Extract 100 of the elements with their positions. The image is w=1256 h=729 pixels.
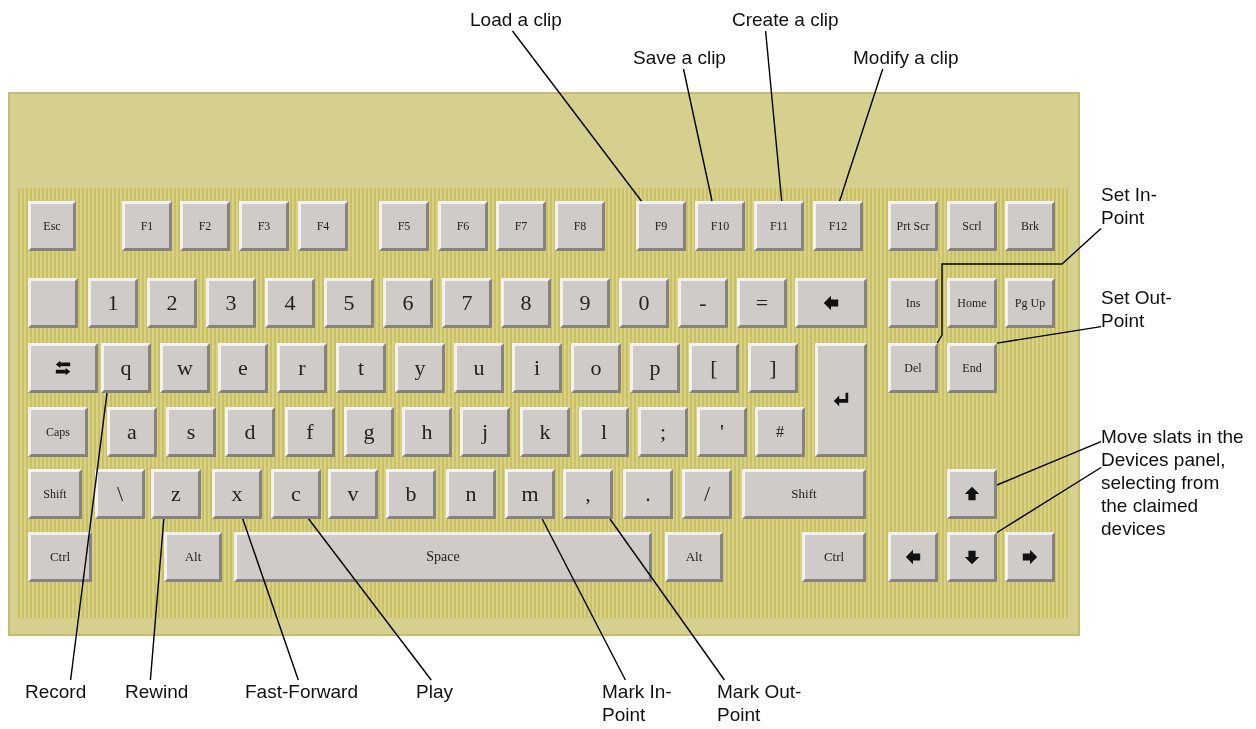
keyboard-key: t	[336, 343, 386, 393]
keyboard-key: f	[285, 407, 335, 457]
keyboard-key: #	[755, 407, 805, 457]
keyboard-key: g	[344, 407, 394, 457]
callout-label: Modify a clip	[853, 46, 959, 69]
keyboard-key: Scrl	[947, 201, 997, 251]
keyboard-key: -	[678, 278, 728, 328]
keyboard-key: 2	[147, 278, 197, 328]
keyboard-key: o	[571, 343, 621, 393]
leader-line	[996, 466, 1102, 534]
keyboard-key: x	[212, 469, 262, 519]
keyboard-key: k	[520, 407, 570, 457]
keyboard-key: a	[107, 407, 157, 457]
keyboard-key	[947, 532, 997, 582]
keyboard-key: F9	[636, 201, 686, 251]
leader-line	[682, 68, 713, 202]
keyboard-key: ]	[748, 343, 798, 393]
keyboard-key: e	[218, 343, 268, 393]
callout-label: Save a clip	[633, 46, 726, 69]
keyboard-key: v	[328, 469, 378, 519]
keyboard-key: Prt Scr	[888, 201, 938, 251]
keyboard-key: 4	[265, 278, 315, 328]
keyboard-key: ;	[638, 407, 688, 457]
callout-label: Mark Out-Point	[717, 680, 817, 726]
keyboard-key: Alt	[665, 532, 723, 582]
keyboard-key: Ctrl	[28, 532, 92, 582]
keyboard-key: y	[395, 343, 445, 393]
keyboard-key: Pg Up	[1005, 278, 1055, 328]
callout-label: Play	[416, 680, 453, 703]
keyboard-key: .	[623, 469, 673, 519]
keyboard-key: F10	[695, 201, 745, 251]
keyboard-key: F6	[438, 201, 488, 251]
keyboard-key: ,	[563, 469, 613, 519]
leader-line	[936, 227, 1102, 344]
keyboard-key: 8	[501, 278, 551, 328]
keyboard-key: =	[737, 278, 787, 328]
keyboard-key: Del	[888, 343, 938, 393]
keyboard-key: F7	[496, 201, 546, 251]
keyboard-key: F2	[180, 201, 230, 251]
keyboard-key: Brk	[1005, 201, 1055, 251]
keyboard-key: Ctrl	[802, 532, 866, 582]
leader-line	[308, 518, 432, 681]
keyboard-key: F5	[379, 201, 429, 251]
keyboard-key: F11	[754, 201, 804, 251]
leader-line	[996, 441, 1102, 486]
keyboard-key: 3	[206, 278, 256, 328]
keyboard-key: z	[151, 469, 201, 519]
callout-label: Record	[25, 680, 87, 703]
leader-line	[838, 68, 884, 202]
keyboard-key: 1	[88, 278, 138, 328]
keyboard-key: F3	[239, 201, 289, 251]
keyboard-key	[947, 469, 997, 519]
keyboard-key: Ins	[888, 278, 938, 328]
keyboard-key: c	[271, 469, 321, 519]
keyboard-key: i	[512, 343, 562, 393]
keyboard-key: d	[225, 407, 275, 457]
keyboard-key: 5	[324, 278, 374, 328]
callout-label: Create a clip	[732, 8, 839, 31]
callout-label: Set In-Point	[1101, 183, 1181, 229]
keyboard-key: '	[697, 407, 747, 457]
callout-label: Rewind	[125, 680, 189, 703]
keyboard-key: j	[460, 407, 510, 457]
keyboard-key: m	[505, 469, 555, 519]
leader-line	[541, 518, 627, 681]
keyboard-key: Alt	[164, 532, 222, 582]
keyboard-key: h	[402, 407, 452, 457]
keyboard-key: 6	[383, 278, 433, 328]
keyboard-key: u	[454, 343, 504, 393]
leader-line	[996, 325, 1102, 344]
keyboard-key: 9	[560, 278, 610, 328]
leader-line	[511, 30, 643, 202]
keyboard-key: End	[947, 343, 997, 393]
keyboard-key: 7	[442, 278, 492, 328]
keyboard-key: b	[386, 469, 436, 519]
keyboard-key: [	[689, 343, 739, 393]
keyboard-key: /	[682, 469, 732, 519]
keyboard-key: Esc	[28, 201, 76, 251]
leader-line	[69, 392, 108, 681]
leader-line	[609, 518, 726, 681]
keyboard-key: l	[579, 407, 629, 457]
keyboard-key: Shift	[742, 469, 866, 519]
keyboard-key: Caps	[28, 407, 88, 457]
keyboard-key: \	[95, 469, 145, 519]
keyboard-key: q	[101, 343, 151, 393]
keyboard-key: Home	[947, 278, 997, 328]
keyboard-key: p	[630, 343, 680, 393]
keyboard-key: w	[160, 343, 210, 393]
callout-label: Load a clip	[470, 8, 562, 31]
keyboard-key: F1	[122, 201, 172, 251]
keyboard-key: Space	[234, 532, 652, 582]
callout-label: Set Out-Point	[1101, 286, 1201, 332]
keyboard-key: F12	[813, 201, 863, 251]
keyboard-key: F4	[298, 201, 348, 251]
keyboard-key: 0	[619, 278, 669, 328]
leader-line	[764, 30, 783, 202]
callout-label: Move slats in the Devices panel, selecting from the claimed devices	[1101, 425, 1246, 540]
keyboard-key: n	[446, 469, 496, 519]
callout-label: Mark In-Point	[602, 680, 682, 726]
callout-label: Fast-Forward	[245, 680, 358, 703]
keyboard-key: r	[277, 343, 327, 393]
